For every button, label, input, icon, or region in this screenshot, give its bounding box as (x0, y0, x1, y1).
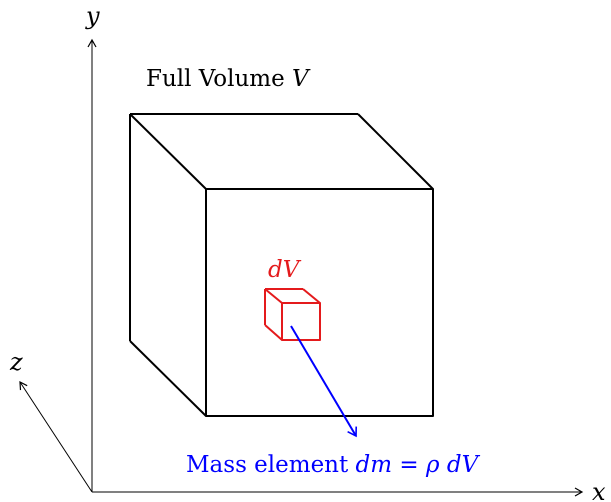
mass-element-dv: dV (447, 452, 481, 478)
y-axis-label: y (85, 2, 100, 30)
full-volume-symbol: V (292, 66, 311, 92)
full-volume-text: Full Volume (146, 66, 292, 92)
small-cube-edge (264, 288, 283, 304)
large-cube-edge (129, 113, 207, 190)
small-cube (264, 288, 321, 341)
large-cube-front-face (205, 188, 434, 417)
small-volume-label: dV (268, 257, 302, 283)
small-cube-edge (264, 324, 283, 341)
mass-element-lhs: dm (356, 452, 393, 478)
z-axis (19, 380, 93, 493)
small-cube-front-face (281, 302, 321, 341)
mass-element-space (440, 452, 447, 478)
small-cube-edge (302, 288, 321, 304)
mass-element-text: Mass element (186, 452, 356, 478)
full-volume-label: Full Volume V (146, 66, 311, 92)
z-axis-label: z (9, 348, 23, 376)
large-cube-edge (357, 113, 434, 190)
mass-element-label: Mass element dm = ρ dV (186, 452, 481, 478)
mass-element-rho: ρ (425, 452, 440, 478)
large-cube-edge (129, 340, 207, 417)
x-axis-label: x (592, 478, 606, 502)
mass-element-arrow (290, 325, 358, 438)
large-cube (129, 113, 434, 417)
mass-element-equals: = (392, 452, 426, 478)
